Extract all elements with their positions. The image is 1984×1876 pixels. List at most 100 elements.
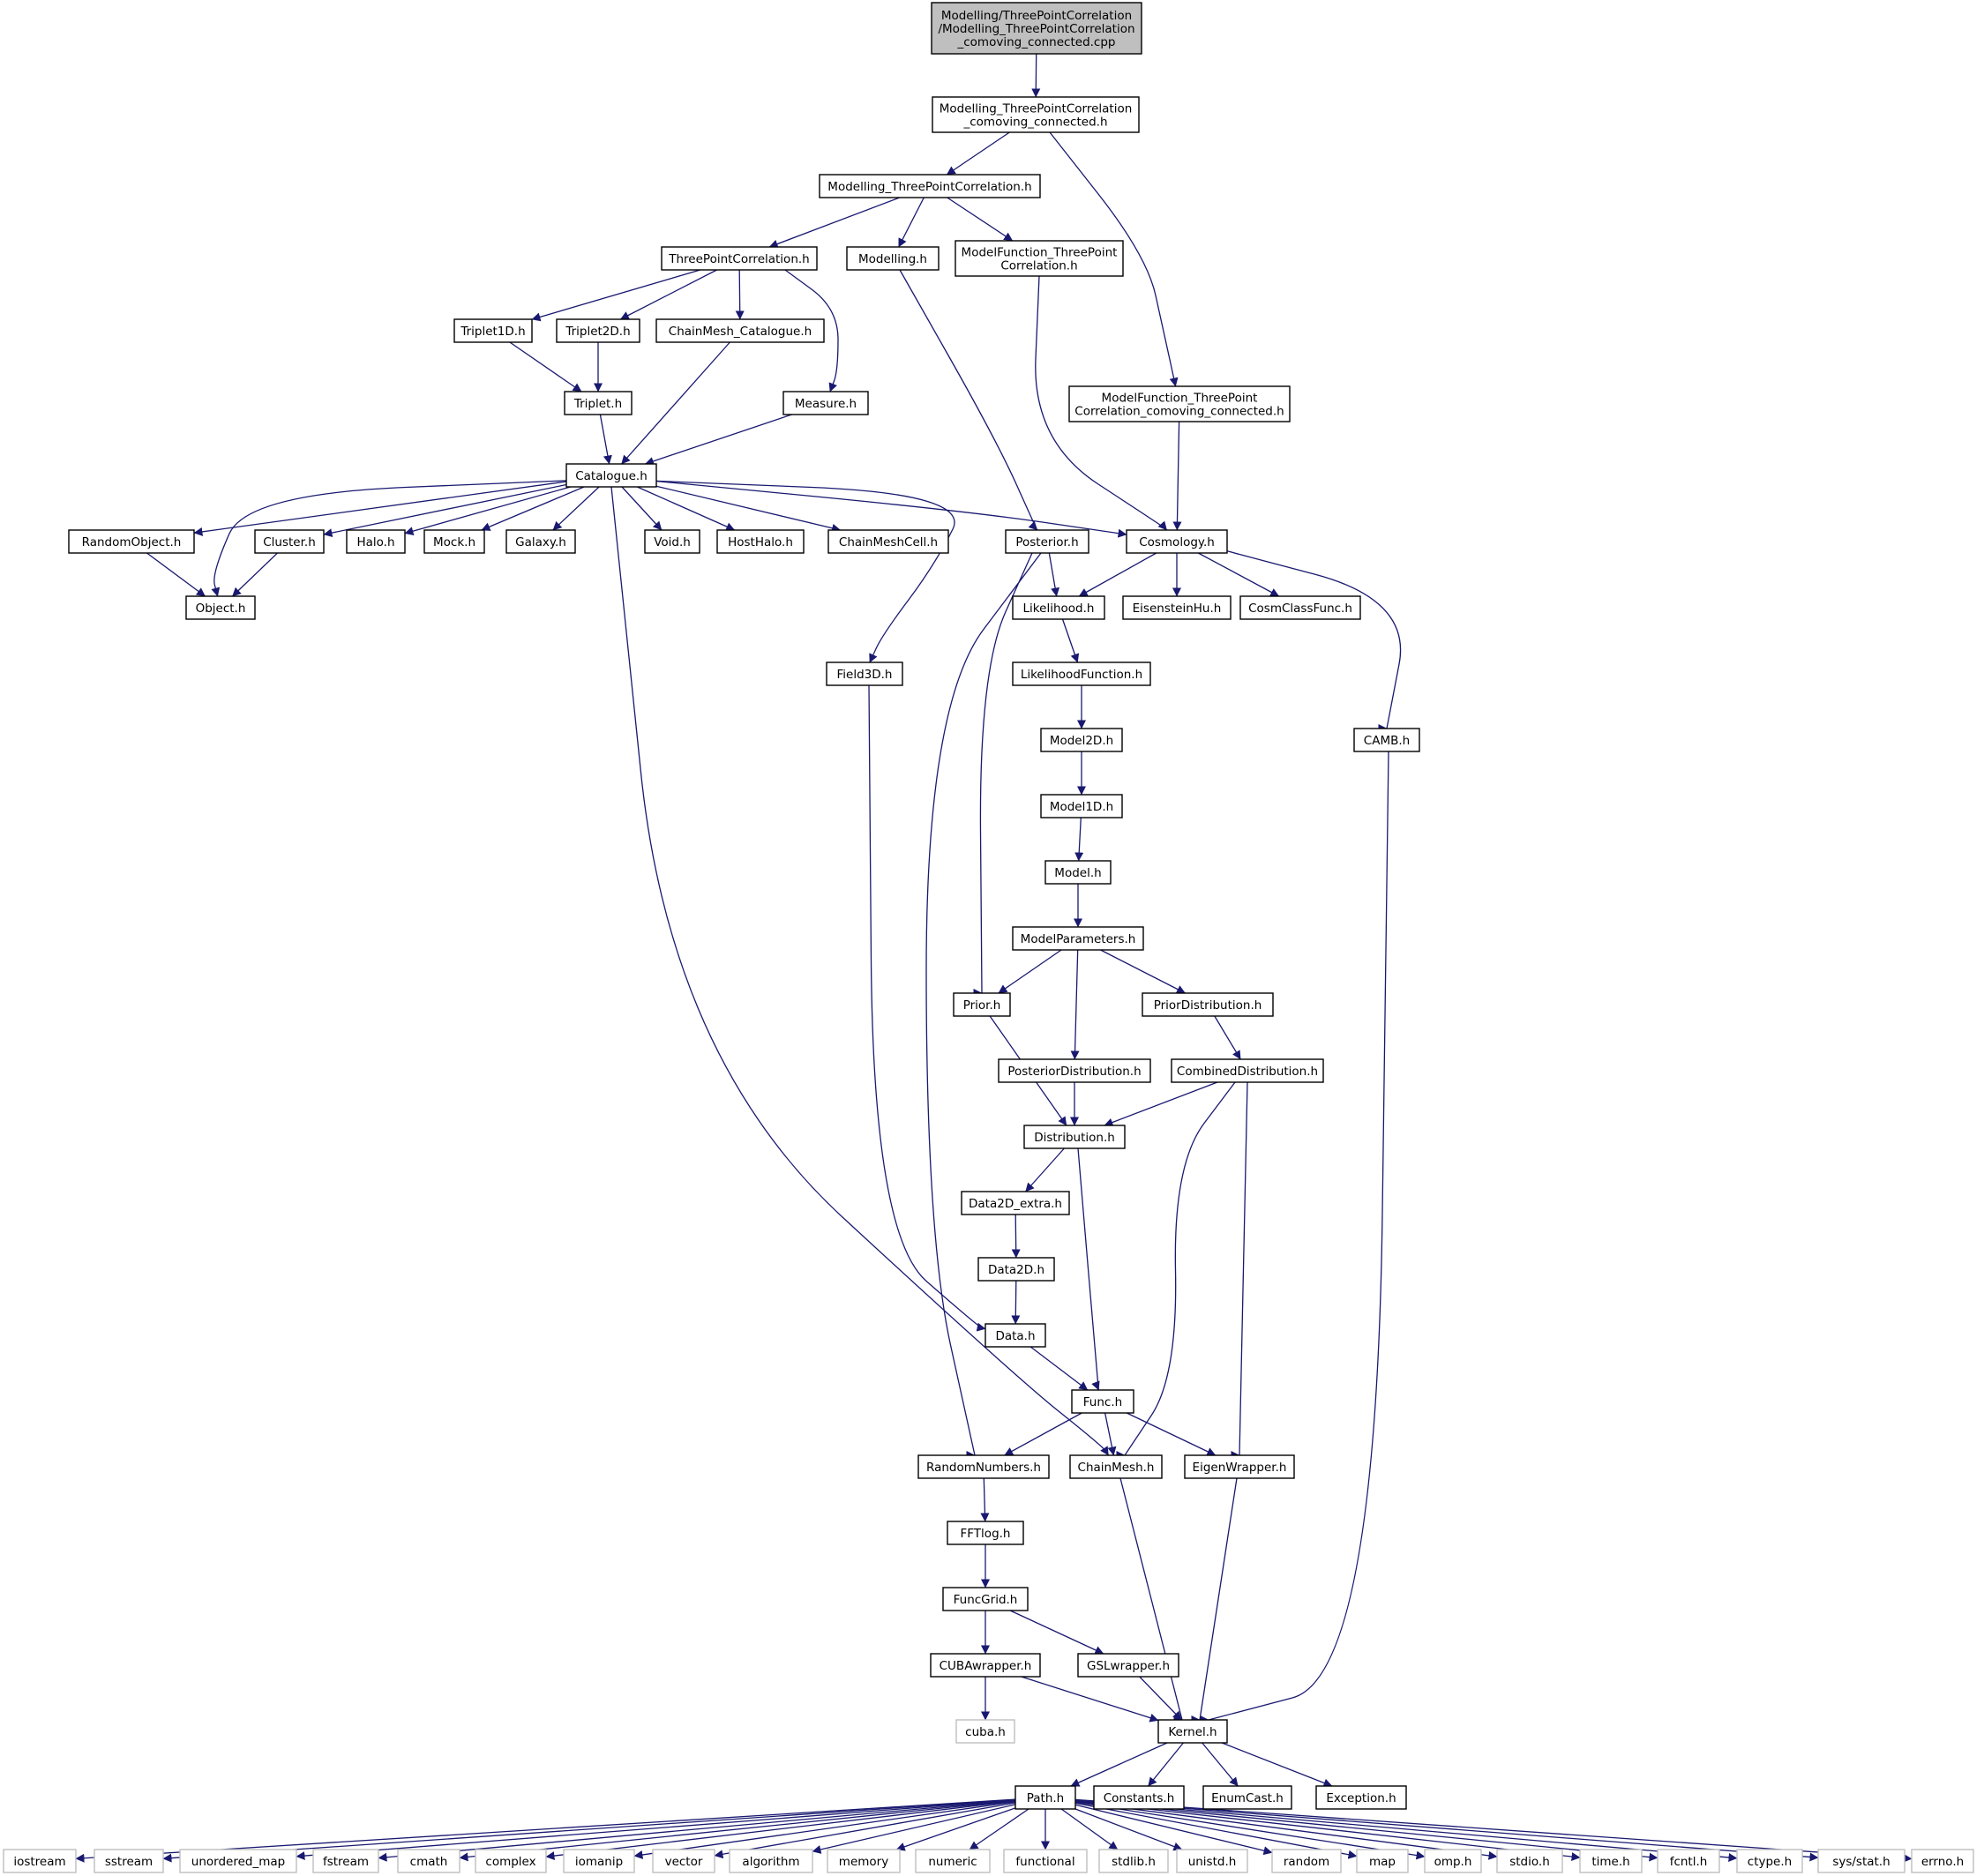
node-eisensteinhu-h[interactable]: EisensteinHu.h [1122,595,1232,620]
node-label: ModelFunction_ThreePoint [962,246,1118,260]
node-ctype-h: ctype.h [1736,1849,1803,1873]
node-cluster-h[interactable]: Cluster.h [254,529,325,554]
node-chainmesh-h[interactable]: ChainMesh.h [1069,1454,1163,1479]
node-box [1093,1785,1185,1810]
node-label: PriorDistribution.h [1154,998,1262,1013]
node-label: ChainMesh_Catalogue.h [669,325,812,339]
node-box [1005,529,1089,554]
node-model1d-h[interactable]: Model1D.h [1040,794,1123,818]
node-box [1040,728,1123,752]
node-label: Modelling_ThreePointCorrelation.h [827,180,1031,194]
edge-catalogue_h-to-chainmesh_h [610,486,1110,1456]
node-box [977,1257,1055,1282]
node-model2d-h[interactable]: Model2D.h [1040,728,1123,752]
node-void-h[interactable]: Void.h [644,529,700,554]
node-label: fcntl.h [1670,1855,1708,1869]
node-object-h[interactable]: Object.h [185,595,256,620]
node-label: Posterior.h [1015,535,1078,549]
node-exception-h[interactable]: Exception.h [1315,1785,1407,1810]
node-mock-h[interactable]: Mock.h [423,529,485,554]
edge-triplet1d_h-to-triplet_h [509,341,582,392]
node-box [1071,1389,1134,1414]
node-cuba-h: cuba.h [955,1719,1015,1744]
node-label: Model.h [1054,866,1101,880]
node-triplet-h[interactable]: Triplet.h [564,391,633,415]
node-gslwrapper-h[interactable]: GSLwrapper.h [1077,1653,1179,1678]
node-box [917,1454,1050,1479]
node-funcgrid-h[interactable]: FuncGrid.h [942,1587,1029,1611]
node-galaxy-h[interactable]: Galaxy.h [505,529,576,554]
node-enumcast-h[interactable]: EnumCast.h [1202,1785,1292,1810]
node-label: Data.h [995,1329,1035,1343]
node-chainmeshcell-h[interactable]: ChainMeshCell.h [827,529,949,554]
node-model-h[interactable]: Model.h [1044,860,1112,885]
edge-path_h-to-algorithm [812,1804,1016,1854]
node-data2d-h[interactable]: Data2D.h [977,1257,1055,1282]
node-cosmology-h[interactable]: Cosmology.h [1126,529,1228,554]
node-label: Modelling/ThreePointCorrelation [941,9,1132,23]
node-box [932,96,1140,133]
edge-combineddistribution_h-to-eigenwrapper_h [1235,1081,1248,1456]
node-fftlog-h[interactable]: FFTlog.h [947,1521,1024,1545]
node-cubawrapper-h[interactable]: CUBAwrapper.h [930,1653,1041,1678]
node-data-h[interactable]: Data.h [985,1323,1046,1348]
node-likelihoodfunction-h[interactable]: LikelihoodFunction.h [1012,661,1151,686]
node-mtpc-h[interactable]: Modelling_ThreePointCorrelation.h [819,174,1041,198]
node-box [644,529,700,554]
node-halo-h[interactable]: Halo.h [346,529,406,554]
edge-data2d_extra_h-to-data2d_h [1011,1214,1021,1259]
edge-path_h-to-sstream [162,1798,1016,1863]
node-label: Prior.h [963,998,1001,1013]
node-tpc-h[interactable]: ThreePointCorrelation.h [661,246,818,271]
node-eigenwrapper-h[interactable]: EigenWrapper.h [1184,1454,1295,1479]
node-triplet1d-h[interactable]: Triplet1D.h [453,318,533,343]
node-stdlib-h: stdlib.h [1098,1849,1169,1873]
edge-catalogue_h-to-void_h [621,486,663,531]
node-label: Measure.h [795,397,857,411]
node-mftpc-h[interactable]: ModelFunction_ThreePointCorrelation.h [955,240,1124,277]
edge-path_h-to-memory [895,1807,1016,1851]
node-distribution-h[interactable]: Distribution.h [1023,1125,1126,1149]
node-func-h[interactable]: Func.h [1071,1389,1134,1414]
edges-layer [75,53,1913,1863]
node-label: FFTlog.h [961,1527,1011,1541]
node-modelling-h[interactable]: Modelling.h [846,246,940,271]
node-mftpc-cc-h[interactable]: ModelFunction_ThreePointCorrelation_como… [1068,385,1291,422]
node-box [827,529,949,554]
node-field3d-h[interactable]: Field3D.h [826,661,903,686]
node-hosthalo-h[interactable]: HostHalo.h [716,529,805,554]
node-posterior-h[interactable]: Posterior.h [1005,529,1089,554]
edge-catalogue_h-to-field3d_h [654,480,955,663]
node-priordistribution-h[interactable]: PriorDistribution.h [1142,992,1274,1017]
node-measure-h[interactable]: Measure.h [782,391,869,415]
node-path-h[interactable]: Path.h [1014,1785,1076,1810]
node-catalogue-h[interactable]: Catalogue.h [565,463,657,488]
node-box [185,595,256,620]
node-box [652,1849,715,1873]
node-box [1353,728,1420,752]
node-root[interactable]: Modelling/ThreePointCorrelation/Modellin… [931,2,1142,55]
edge-priordistribution_h-to-combineddistribution_h [1214,1015,1241,1060]
node-constants-h[interactable]: Constants.h [1093,1785,1185,1810]
edge-posterior_h-to-randomnumbers_h [925,552,1042,1456]
node-randomobject-h[interactable]: RandomObject.h [68,529,195,554]
node-chainmesh-cat-h[interactable]: ChainMesh_Catalogue.h [655,318,825,343]
node-triplet2d-h[interactable]: Triplet2D.h [556,318,640,343]
node-mtpc-cc-h[interactable]: Modelling_ThreePointCorrelation_comoving… [932,96,1140,133]
node-combineddistribution-h[interactable]: CombinedDistribution.h [1171,1058,1324,1083]
node-prior-h[interactable]: Prior.h [953,992,1011,1017]
node-randomnumbers-h[interactable]: RandomNumbers.h [917,1454,1050,1479]
node-label: ThreePointCorrelation.h [668,252,809,266]
node-cosmclassfunc-h[interactable]: CosmClassFunc.h [1239,595,1361,620]
node-box [846,246,940,271]
node-camb-h[interactable]: CAMB.h [1353,728,1420,752]
node-box [564,391,633,415]
node-modelparameters-h[interactable]: ModelParameters.h [1012,926,1144,951]
node-data2d-extra-h[interactable]: Data2D_extra.h [961,1191,1070,1215]
node-likelihood-h[interactable]: Likelihood.h [1012,595,1105,620]
node-kernel-h[interactable]: Kernel.h [1157,1719,1228,1744]
node-box [827,1849,901,1873]
node-box [1040,794,1123,818]
node-posteriordistribution-h[interactable]: PosteriorDistribution.h [998,1058,1151,1083]
node-label: stdlib.h [1112,1855,1156,1869]
